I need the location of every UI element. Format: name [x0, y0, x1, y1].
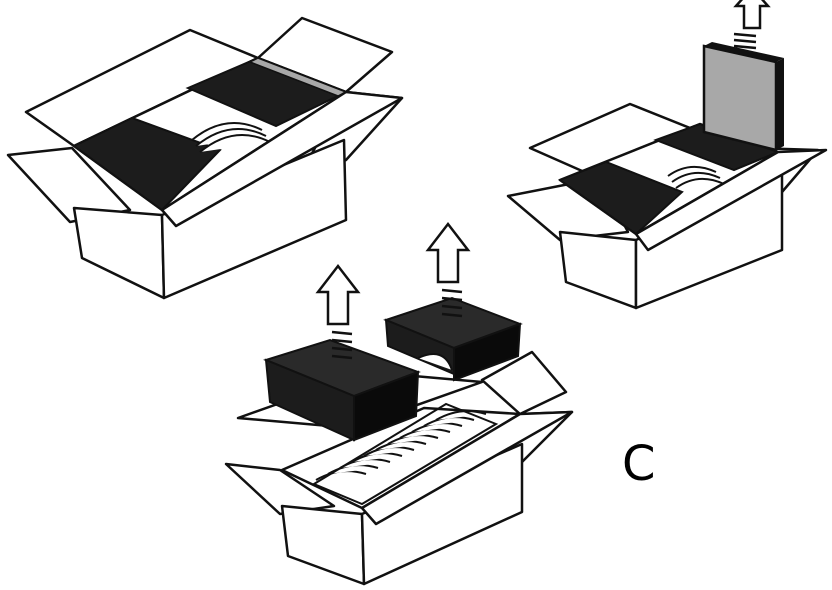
product-coils	[191, 122, 271, 153]
lift-arrow-right-icon	[425, 221, 471, 318]
lift-arrow-left-icon	[315, 263, 361, 360]
foam-block-right	[383, 296, 523, 382]
foam-block-left	[263, 338, 421, 442]
box-remove-sleeve	[506, 0, 828, 310]
box-closed-foam	[6, 16, 404, 300]
product-coils-exposed	[311, 402, 499, 506]
accessory-sleeve	[702, 42, 784, 152]
box-remove-foam	[224, 221, 574, 586]
foam-block-front	[72, 116, 222, 212]
step-label: C	[622, 436, 656, 492]
lift-arrow-icon	[733, 0, 771, 50]
